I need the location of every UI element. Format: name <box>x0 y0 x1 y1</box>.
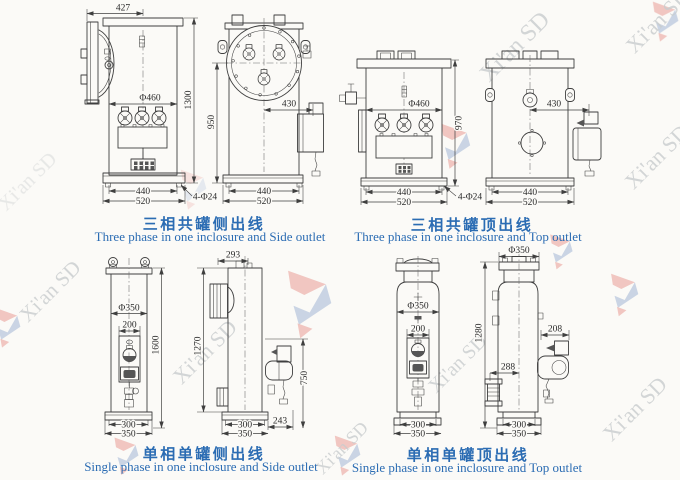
panel-title-en-three-phase-top: Three phase in one inclosure and Top out… <box>354 229 582 244</box>
dimensions: Φ350 200 1600 293 1270 750 243 300 350 <box>104 249 311 441</box>
panel-title-en-single-phase-top: Single phase in one inclosure and Top ou… <box>351 460 583 475</box>
panel-single-phase-top-drawing: Φ350 200 Φ350 1280 288 208 300 350 300 <box>393 245 570 441</box>
dim-base-width: 520 <box>257 197 272 207</box>
dim-tank-height: 1270 <box>194 336 204 355</box>
dim-base-bolt-spacing: 300 <box>121 421 136 431</box>
dim-base-width: 350 <box>512 430 527 440</box>
panel-title-zh-three-phase-top: 三相共罐顶出线 <box>410 217 534 234</box>
flange-bolts <box>231 26 301 97</box>
panel-title-zh-single-phase-side: 单相单罐侧出线 <box>142 446 266 463</box>
front-view <box>393 256 442 426</box>
dim-outlet-offset: 288 <box>501 363 516 373</box>
panel-title-zh-single-phase-top: 单相单罐顶出线 <box>406 447 530 464</box>
dim-center-height: 950 <box>207 115 217 130</box>
dim-panel-width: 200 <box>122 321 137 331</box>
dim-mount-holes: 4-Φ24 <box>193 193 218 203</box>
panel-title-zh-three-phase-side: 三相共罐侧出线 <box>142 216 266 233</box>
panel-title-en-three-phase-side: Three phase in one inclosure and Side ou… <box>94 229 326 244</box>
side-view <box>484 250 569 426</box>
dim-base-width: 350 <box>121 430 136 440</box>
dim-outlet-width: 208 <box>548 325 563 335</box>
top-view <box>217 14 324 188</box>
dim-base-width: 350 <box>238 430 253 440</box>
dim-diameter: Φ460 <box>139 94 160 104</box>
dim-total-height: 1280 <box>475 323 485 342</box>
dim-diameter: Φ350 <box>118 304 139 314</box>
panel-title-en-single-phase-side: Single phase in one inclosure and Side o… <box>84 459 318 474</box>
dim-base-bolt-spacing: 440 <box>136 187 151 197</box>
front-view <box>104 257 153 421</box>
dim-mount-holes: 4-Φ24 <box>458 193 483 203</box>
dim-diameter: Φ460 <box>408 100 429 110</box>
panel-single-phase-side-drawing: Φ350 200 1600 293 1270 750 243 300 350 <box>104 249 311 441</box>
dim-outlet-height: 750 <box>300 371 310 386</box>
dim-base-bolt-spacing: 440 <box>257 187 272 197</box>
dim-diameter: Φ350 <box>508 246 529 256</box>
panel-three-phase-top-drawing: Φ460 970 430 440 520 440 520 4-Φ24 <box>339 50 602 209</box>
front-view <box>339 50 452 191</box>
dim-diameter: Φ350 <box>407 302 428 312</box>
rear-view <box>485 50 602 191</box>
dim-outlet-offset: 430 <box>547 100 562 110</box>
dimensions: 427 Φ460 1300 950 430 440 520 440 520 4-… <box>86 2 314 208</box>
dim-base-width: 520 <box>136 197 151 207</box>
front-view <box>80 17 186 188</box>
side-view <box>209 256 293 421</box>
dim-total-height: 970 <box>455 116 465 131</box>
dimensions: Φ460 970 430 440 520 440 520 4-Φ24 <box>360 59 590 209</box>
dim-base-width: 350 <box>411 430 426 440</box>
dim-base-width: 520 <box>523 198 538 208</box>
dim-total-height: 1600 <box>152 335 162 354</box>
dim-total-height: 1300 <box>184 90 194 109</box>
dim-base-bolt-spacing: 440 <box>523 188 538 198</box>
dim-top-width: 293 <box>226 251 241 261</box>
panel-three-phase-side-drawing: 427 Φ460 1300 950 430 440 520 440 520 4-… <box>80 2 324 208</box>
dim-outlet-offset: 430 <box>282 100 297 110</box>
dim-base-bolt-spacing: 440 <box>397 188 412 198</box>
dim-base-bolt-spacing: 300 <box>411 421 426 431</box>
dimensions: Φ350 200 Φ350 1280 288 208 300 350 300 <box>393 245 570 441</box>
dim-base-bolt-spacing: 300 <box>238 421 253 431</box>
dim-outlet-depth: 243 <box>273 417 288 427</box>
dim-base-width: 520 <box>397 198 412 208</box>
dim-base-bolt-spacing: 300 <box>512 421 527 431</box>
dim-top-width: 427 <box>116 4 131 14</box>
dim-panel-width: 200 <box>411 325 426 335</box>
